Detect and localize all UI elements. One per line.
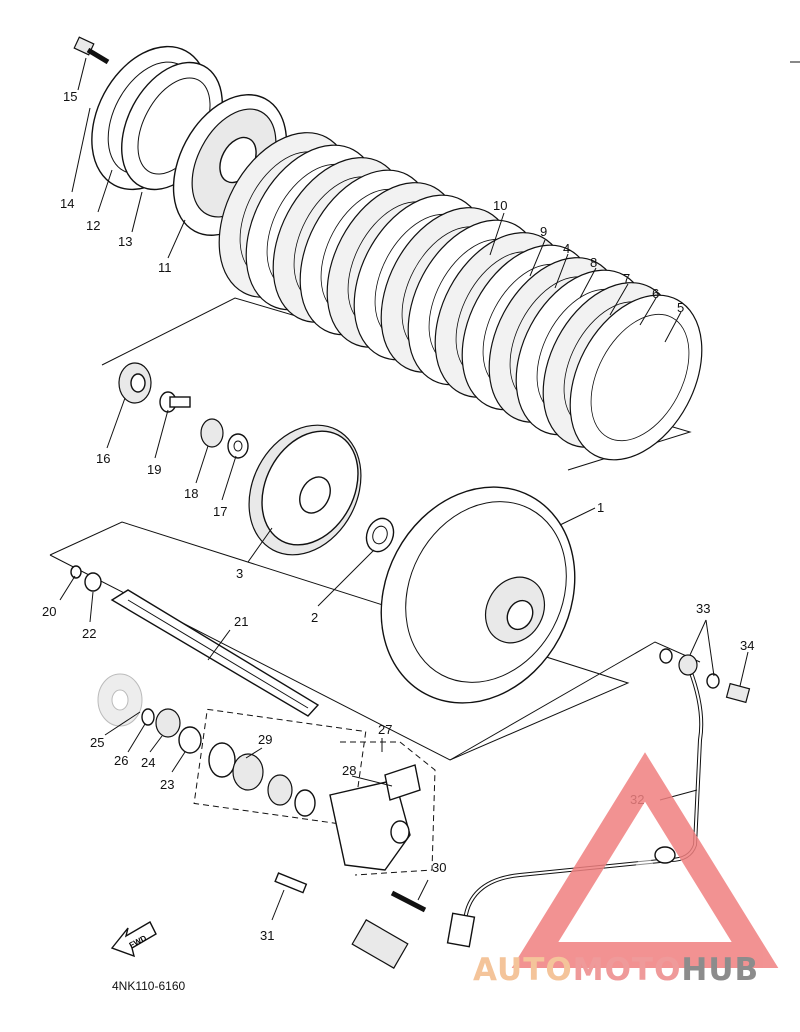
callout-22: 22 bbox=[82, 626, 96, 641]
watermark-logo bbox=[511, 752, 779, 968]
bolt-part-30 bbox=[390, 890, 427, 913]
callout-10: 10 bbox=[493, 198, 507, 213]
callout-7: 7 bbox=[623, 271, 630, 286]
spacer-part-19 bbox=[159, 391, 191, 413]
callout-4: 4 bbox=[563, 241, 570, 256]
callout-1: 1 bbox=[597, 500, 604, 515]
bolt-part-15 bbox=[73, 36, 110, 65]
callout-28: 28 bbox=[342, 763, 356, 778]
callout-24: 24 bbox=[141, 755, 155, 770]
outline-link bbox=[449, 664, 616, 761]
bolt-part-31 bbox=[274, 872, 308, 894]
piston-part-24 bbox=[155, 708, 181, 738]
callout-18: 18 bbox=[184, 486, 198, 501]
watermark-triangle-icon bbox=[511, 752, 779, 968]
push-rod-part-21 bbox=[110, 589, 320, 717]
kit-outline-27 bbox=[340, 741, 436, 876]
primary-driven-gear-part-3 bbox=[248, 424, 362, 556]
union-bolt-part-34 bbox=[725, 682, 751, 704]
callout-13: 13 bbox=[118, 234, 132, 249]
callout-31: 31 bbox=[260, 928, 274, 943]
oring-part-26 bbox=[141, 708, 155, 726]
callout-34: 34 bbox=[740, 638, 754, 653]
clutch-housing-part-1 bbox=[380, 486, 576, 704]
callout-6: 6 bbox=[652, 286, 659, 301]
piston-kit-part-29 bbox=[208, 742, 316, 817]
washer-part-33 bbox=[659, 648, 720, 689]
callout-17: 17 bbox=[213, 504, 227, 519]
thrust-washer-part-2 bbox=[365, 517, 395, 553]
seal-part-23 bbox=[178, 726, 202, 754]
oil-seal-part-25 bbox=[97, 673, 143, 727]
callout-30: 30 bbox=[432, 860, 446, 875]
bearing-part-16 bbox=[118, 362, 152, 404]
callout-8: 8 bbox=[590, 255, 597, 270]
forward-arrow-icon: FWD bbox=[110, 921, 157, 958]
shaft-outline bbox=[49, 521, 630, 761]
callout-26: 26 bbox=[114, 753, 128, 768]
ring-part-22 bbox=[84, 572, 102, 592]
clutch-plate-stack bbox=[218, 132, 703, 461]
callout-27: 27 bbox=[378, 722, 392, 737]
watermark-auto: AUTO bbox=[473, 952, 573, 988]
part-code: 4NK110-6160 bbox=[112, 979, 185, 993]
callout-3: 3 bbox=[236, 566, 243, 581]
callout-23: 23 bbox=[160, 777, 174, 792]
callout-15: 15 bbox=[63, 89, 77, 104]
callout-19: 19 bbox=[147, 462, 161, 477]
watermark-text: AUTOMOTOHUB bbox=[473, 952, 759, 988]
slave-cylinder-body-part-27 bbox=[329, 779, 411, 871]
callout-9: 9 bbox=[540, 224, 547, 239]
callout-2: 2 bbox=[311, 610, 318, 625]
callout-33: 33 bbox=[696, 601, 710, 616]
callout-20: 20 bbox=[42, 604, 56, 619]
kit-outline-29 bbox=[193, 708, 367, 827]
callout-16: 16 bbox=[96, 451, 110, 466]
collar-part-18 bbox=[200, 418, 224, 448]
callout-25: 25 bbox=[90, 735, 104, 750]
callout-12: 12 bbox=[86, 218, 100, 233]
oring-part-20 bbox=[70, 565, 82, 579]
watermark-hub: HUB bbox=[681, 952, 759, 988]
callout-labels: 1234567891011121314151617181920212223242… bbox=[42, 89, 754, 943]
watermark-moto: MOTO bbox=[573, 952, 682, 988]
callout-5: 5 bbox=[677, 300, 684, 315]
clutch-plate bbox=[569, 294, 703, 461]
callout-29: 29 bbox=[258, 732, 272, 747]
callout-21: 21 bbox=[234, 614, 248, 629]
callout-11: 11 bbox=[158, 260, 172, 275]
leader-lines bbox=[59, 57, 749, 921]
washer-part-17 bbox=[227, 433, 249, 459]
callout-14: 14 bbox=[60, 196, 74, 211]
clutch-plate-inner bbox=[590, 313, 690, 442]
bleed-bracket-part-28 bbox=[384, 764, 421, 801]
